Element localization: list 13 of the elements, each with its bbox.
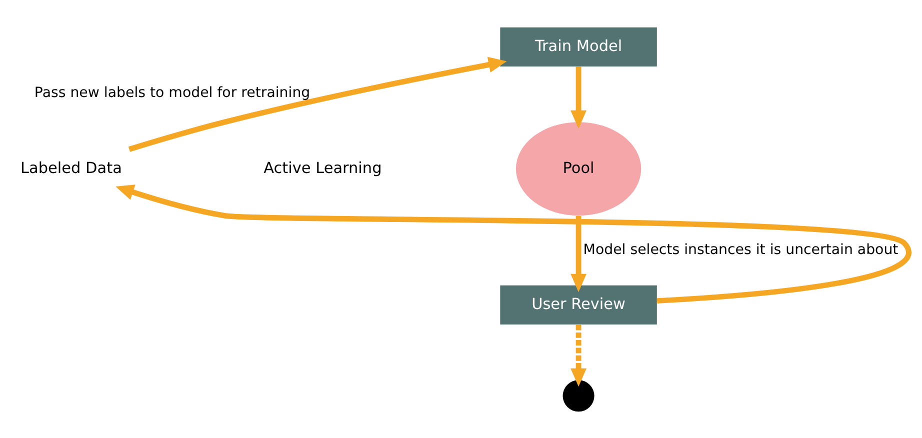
edge-label: Model selects instances it is uncertain about	[583, 242, 898, 258]
node-box: Train Model	[500, 26, 657, 66]
arrow	[128, 56, 507, 152]
arrow	[570, 66, 586, 128]
edge-label: Pass new labels to model for retraining	[34, 84, 310, 100]
label: Active Learning	[264, 158, 382, 176]
node-circle	[562, 380, 594, 412]
arrow	[116, 184, 910, 304]
arrow	[570, 216, 586, 292]
node-ellipse: Pool	[516, 122, 642, 216]
node-text: Labeled Data	[20, 158, 122, 176]
arrow	[570, 324, 586, 386]
node-box: User Review	[500, 284, 657, 324]
